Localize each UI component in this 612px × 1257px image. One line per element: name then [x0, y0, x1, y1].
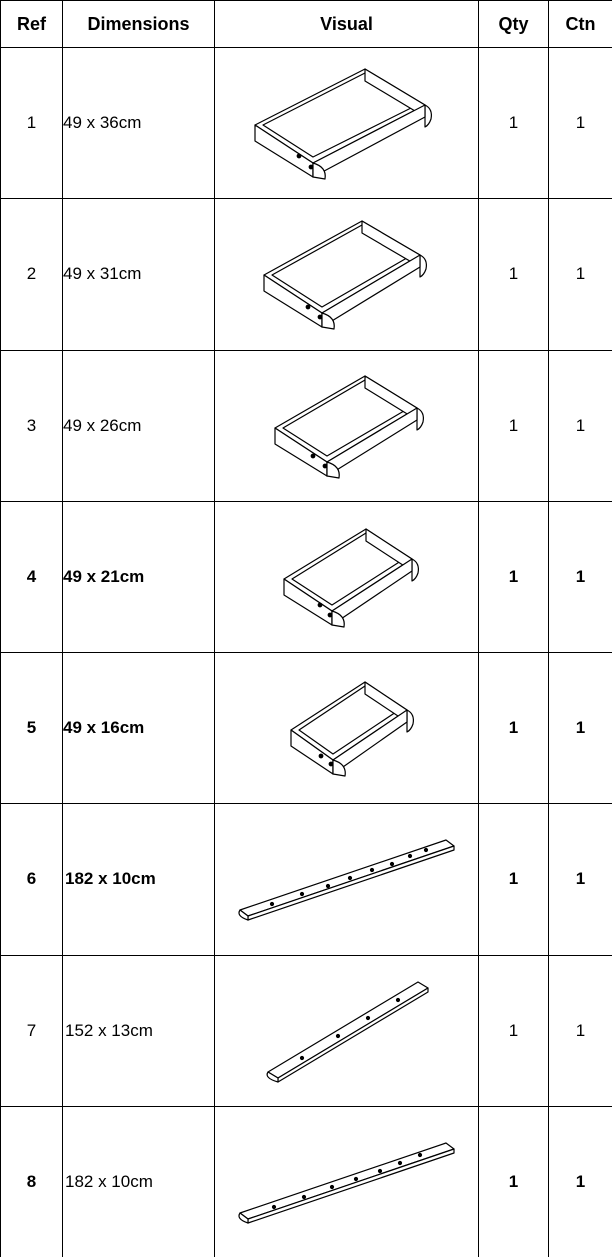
row-visual [214, 954, 479, 1107]
row-qty: 1 [478, 803, 549, 956]
header-ref: Ref [0, 0, 63, 48]
row-visual [214, 198, 479, 351]
table-row: 3 49 x 26cm 1 1 [0, 349, 612, 502]
table-header-row: Ref Dimensions Visual Qty Ctn [0, 0, 612, 48]
row-visual [214, 46, 479, 200]
row-visual [214, 500, 479, 654]
row-ctn: 1 [548, 803, 612, 956]
row-visual [214, 803, 479, 956]
rail-icon [266, 981, 429, 1083]
row-qty: 1 [478, 198, 549, 351]
row-dimensions: 49 x 26cm [62, 349, 215, 502]
row-ref: 3 [0, 349, 63, 502]
table-row: 8 182 x 10cm 1 1 [0, 1105, 612, 1257]
row-ctn: 1 [548, 500, 612, 654]
row-dimensions: 182 x 10cm [62, 1105, 215, 1257]
row-ctn: 1 [548, 46, 612, 200]
row-qty: 1 [478, 651, 549, 805]
row-qty: 1 [478, 500, 549, 654]
header-ctn: Ctn [548, 0, 612, 48]
rail-icon [237, 1142, 455, 1224]
row-qty: 1 [478, 1105, 549, 1257]
row-visual [214, 651, 479, 805]
row-qty: 1 [478, 46, 549, 200]
row-dimensions: 49 x 31cm [62, 198, 215, 351]
row-visual [214, 1105, 479, 1257]
table-row: 2 49 x 31cm 1 1 [0, 198, 612, 351]
row-ctn: 1 [548, 1105, 612, 1257]
row-ref: 6 [0, 803, 63, 956]
drawer-icon [262, 220, 427, 330]
row-ref: 4 [0, 500, 63, 654]
row-dimensions: 49 x 21cm [62, 500, 215, 654]
drawer-icon [273, 375, 424, 479]
row-dimensions: 182 x 10cm [62, 803, 215, 956]
rail-icon [237, 839, 455, 921]
row-ctn: 1 [548, 954, 612, 1107]
header-dimensions: Dimensions [62, 0, 215, 48]
header-qty: Qty [478, 0, 549, 48]
row-ref: 7 [0, 954, 63, 1107]
drawer-icon [289, 681, 414, 777]
row-ctn: 1 [548, 651, 612, 805]
row-dimensions: 49 x 36cm [62, 46, 215, 200]
row-dimensions: 49 x 16cm [62, 651, 215, 805]
row-ref: 2 [0, 198, 63, 351]
row-qty: 1 [478, 954, 549, 1107]
header-visual: Visual [214, 0, 479, 48]
row-ctn: 1 [548, 198, 612, 351]
table-row: 7 152 x 13cm 1 1 [0, 954, 612, 1107]
row-dimensions: 152 x 13cm [62, 954, 215, 1107]
table-row: 4 49 x 21cm 1 1 [0, 500, 612, 654]
drawer-icon [282, 528, 419, 628]
row-ref: 8 [0, 1105, 63, 1257]
table-row: 1 49 x 36cm 1 1 [0, 46, 612, 200]
row-ctn: 1 [548, 349, 612, 502]
row-qty: 1 [478, 349, 549, 502]
table-row: 6 182 x 10cm 1 1 [0, 803, 612, 956]
row-visual [214, 349, 479, 502]
table-row: 5 49 x 16cm 1 1 [0, 651, 612, 805]
row-ref: 1 [0, 46, 63, 200]
row-ref: 5 [0, 651, 63, 805]
drawer-icon [253, 68, 432, 180]
